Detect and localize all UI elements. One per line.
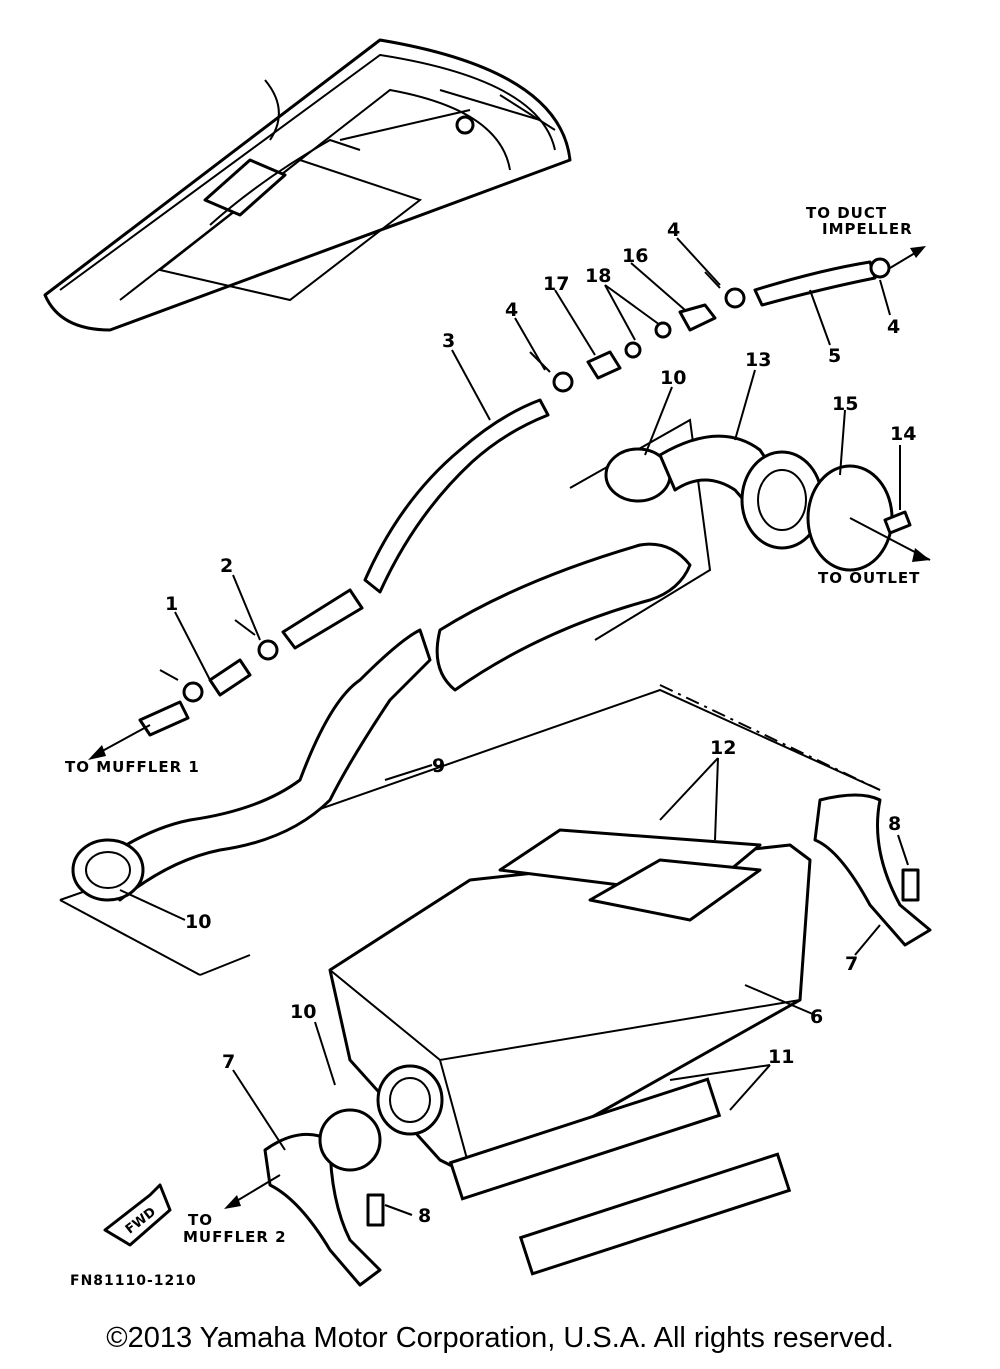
- water-hose-3: [363, 398, 550, 594]
- callout-4-mid: 4: [505, 299, 518, 321]
- annotation-impeller: IMPELLER: [822, 220, 913, 238]
- callout-12: 12: [710, 737, 736, 759]
- callout-9: 9: [432, 755, 445, 777]
- annotation-to-outlet: TO OUTLET: [818, 569, 920, 587]
- pad-11-rear: [518, 1152, 792, 1276]
- clamp-10-pipe: [71, 838, 145, 902]
- water-lock-muffler-6: [328, 684, 881, 1182]
- callout-2: 2: [220, 555, 233, 577]
- callout-15: 15: [832, 393, 858, 415]
- fitting-17: [586, 350, 622, 380]
- exhaust-location-marker: [455, 115, 475, 135]
- callout-10-elbow: 10: [660, 367, 686, 389]
- fitting-1: [208, 658, 252, 697]
- callout-11: 11: [768, 1046, 794, 1068]
- washer-18a: [654, 321, 672, 339]
- bolt-14: [883, 510, 912, 535]
- retaining-band-7-left: [263, 1108, 385, 1287]
- bolt-8-right: [901, 868, 920, 902]
- exhaust-elbow-assembly: [569, 418, 931, 641]
- callout-14: 14: [890, 423, 916, 445]
- hose-joint: [281, 588, 364, 650]
- exhaust-parts-diagram: FWD 1: [43, 38, 932, 1289]
- hose-clamp-4-right: [869, 257, 891, 279]
- callout-17: 17: [543, 273, 569, 295]
- annotation-to-muffler-1: TO MUFFLER 1: [65, 758, 200, 776]
- callout-4-upper: 4: [667, 219, 680, 241]
- callout-8-right: 8: [888, 813, 901, 835]
- callout-5: 5: [828, 345, 841, 367]
- callout-7-right: 7: [845, 953, 858, 975]
- callout-3: 3: [442, 330, 455, 352]
- callout-4-right: 4: [887, 316, 900, 338]
- pad-11-front: [448, 1077, 722, 1201]
- water-hose-5: [753, 260, 877, 307]
- callout-8-left: 8: [418, 1205, 431, 1227]
- copyright-notice: ©2013 Yamaha Motor Corporation, U.S.A. A…: [106, 1322, 894, 1354]
- leader-lines: [88, 237, 926, 1216]
- forward-direction-arrow: FWD: [103, 1183, 172, 1247]
- callout-labels: 1 2 3 4 4 4 5 6 7 7 8 8 9 10 10 10 11 12…: [165, 219, 916, 1227]
- clamp-10-lower: [318, 1108, 382, 1172]
- hose-clamp-4-upper: [724, 287, 746, 309]
- callout-18: 18: [585, 265, 611, 287]
- watercraft-illustration: [43, 38, 572, 332]
- muffler-outlet-port: [376, 1064, 444, 1136]
- mat-12-lower: [588, 858, 762, 922]
- annotation-muffler-2: MUFFLER 2: [183, 1228, 287, 1246]
- retaining-band-7-right: [813, 793, 932, 947]
- callout-10-pipe: 10: [185, 911, 211, 933]
- fitting-16: [678, 303, 717, 332]
- annotation-to: TO: [188, 1211, 213, 1229]
- hose-clamp-lower-left: [182, 681, 204, 703]
- annotation-to-duct: TO DUCT: [806, 204, 887, 222]
- callout-1: 1: [165, 593, 178, 615]
- exhaust-pipe-9: [59, 542, 881, 976]
- callout-10-lower: 10: [290, 1001, 316, 1023]
- figure-code: FN81110-1210: [70, 1273, 197, 1289]
- hose-clamp-4-mid: [552, 371, 574, 393]
- hose-clamp-2: [257, 639, 279, 661]
- cooling-hose-assembly: [138, 257, 891, 737]
- callout-13: 13: [745, 349, 771, 371]
- callout-7-left: 7: [222, 1051, 235, 1073]
- hose-end-to-muffler-1: [138, 700, 190, 737]
- callout-6: 6: [810, 1006, 823, 1028]
- callout-16: 16: [622, 245, 648, 267]
- annotations: TO DUCT IMPELLER TO OUTLET TO MUFFLER 1 …: [65, 204, 920, 1289]
- washer-18b: [624, 341, 642, 359]
- bolt-8-left: [366, 1193, 385, 1227]
